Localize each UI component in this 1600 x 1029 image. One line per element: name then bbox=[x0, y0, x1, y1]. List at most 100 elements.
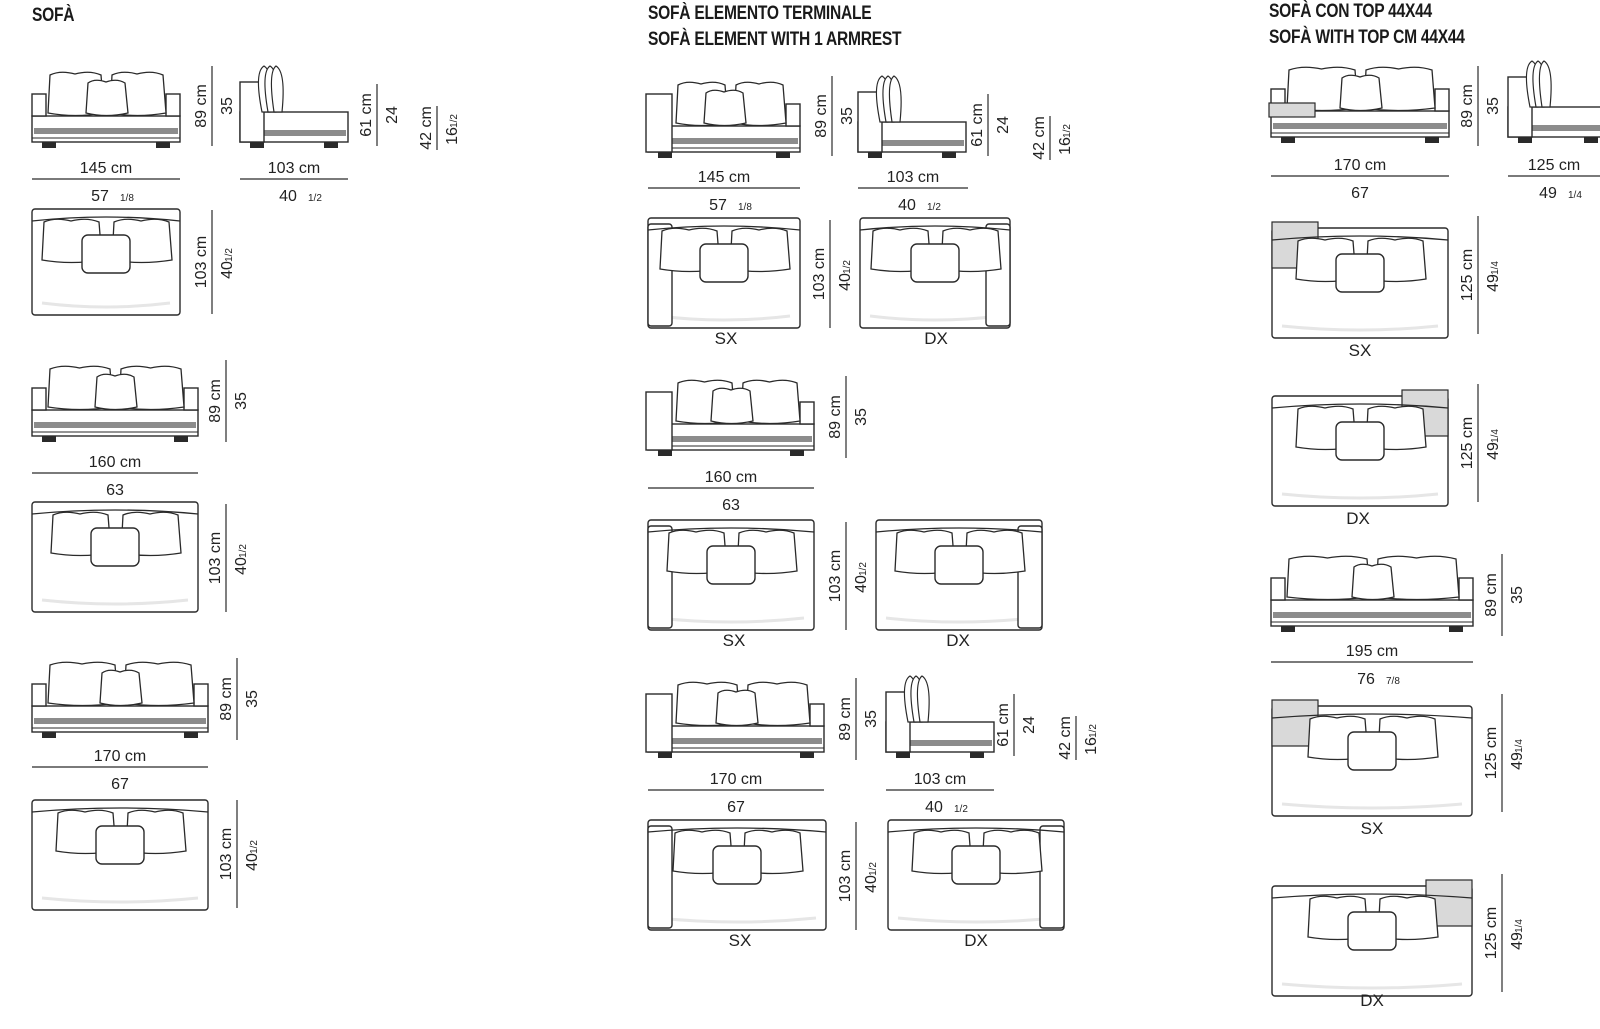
orientation-text: DX bbox=[964, 931, 988, 950]
armrest bbox=[647, 525, 673, 629]
dim-text: 1/8 bbox=[120, 193, 134, 204]
center-cushion bbox=[1347, 731, 1397, 771]
armrest bbox=[645, 93, 673, 153]
side-bolster bbox=[809, 703, 825, 727]
foot bbox=[868, 152, 882, 158]
foot bbox=[324, 142, 338, 148]
center-cushion bbox=[95, 825, 145, 865]
orientation-label: SX bbox=[729, 931, 752, 950]
center-cushion bbox=[1335, 421, 1385, 461]
side-bolster bbox=[1434, 88, 1450, 112]
dim-text: 49 bbox=[1485, 442, 1502, 460]
dim-text: 170 cm bbox=[1334, 157, 1386, 174]
dim-text: 49 bbox=[1485, 274, 1502, 292]
seat-shadow bbox=[885, 616, 1033, 624]
dim-text: 40 bbox=[837, 273, 854, 291]
dim-text: 35 bbox=[863, 710, 880, 728]
dim-text: 1/4 bbox=[1490, 429, 1501, 443]
dim-text: 16 bbox=[1057, 137, 1074, 155]
dim-text: 7/8 bbox=[1386, 676, 1400, 687]
back-cushion bbox=[270, 65, 284, 113]
side-bolster bbox=[31, 93, 47, 117]
back-edge bbox=[31, 807, 209, 813]
center-cushion bbox=[910, 243, 960, 283]
dim-text: 125 cm bbox=[1459, 249, 1476, 301]
sofa-plan-view bbox=[887, 819, 1065, 931]
orientation-label: SX bbox=[1361, 819, 1384, 838]
dim-text: 42 cm bbox=[1031, 116, 1048, 160]
seat-band bbox=[650, 738, 822, 744]
dim-text: 89 cm bbox=[813, 94, 830, 138]
dim-text: 1/2 bbox=[927, 202, 941, 213]
foot bbox=[942, 152, 956, 158]
dim-text: 1/4 bbox=[1568, 190, 1582, 201]
armrest bbox=[645, 391, 673, 451]
foot bbox=[776, 152, 790, 158]
section-title-top: SOFÀ CON TOP 44X44 SOFÀ WITH TOP CM 44X4… bbox=[1269, 0, 1465, 51]
cushion bbox=[740, 379, 801, 425]
seat-band bbox=[888, 740, 992, 746]
sofa-plan-view bbox=[647, 217, 801, 329]
dim-text: 67 bbox=[111, 776, 129, 793]
orientation-label: DX bbox=[924, 329, 948, 348]
dim-text: 125 cm bbox=[1483, 907, 1500, 959]
foot bbox=[42, 732, 56, 738]
dim-text: 103 cm bbox=[811, 248, 828, 300]
seat-band bbox=[1273, 123, 1447, 129]
sofa-plan-view bbox=[31, 208, 181, 316]
sofa-plan-view bbox=[31, 501, 199, 613]
height-dimension: 125 cm 491/4 bbox=[1459, 384, 1502, 502]
dim-text: 24 bbox=[1021, 716, 1038, 734]
sofa-plan-view bbox=[31, 799, 209, 911]
dim-text: 89 cm bbox=[837, 697, 854, 741]
back-edge bbox=[31, 509, 199, 515]
dim-text: 49 bbox=[1509, 752, 1526, 770]
dim-text: 89 cm bbox=[1483, 573, 1500, 617]
back-edge bbox=[31, 216, 181, 222]
sofa-plan-view bbox=[1271, 879, 1473, 997]
dim-text: 35 bbox=[853, 408, 870, 426]
dim-text: 35 bbox=[839, 107, 856, 125]
dim-text: 40 bbox=[244, 853, 261, 871]
title-line-en: SOFÀ ELEMENT WITH 1 ARMREST bbox=[648, 29, 902, 50]
dim-text: 57 bbox=[91, 188, 109, 205]
dim-text: 125 cm bbox=[1483, 727, 1500, 779]
sofa-front-view bbox=[645, 81, 801, 158]
dim-text: 1/2 bbox=[224, 248, 235, 262]
foot bbox=[658, 450, 672, 456]
title-line-it: SOFÀ CON TOP 44X44 bbox=[1269, 1, 1432, 22]
foot bbox=[184, 732, 198, 738]
dim-text: 67 bbox=[727, 799, 745, 816]
dim-text: 103 cm bbox=[268, 160, 320, 177]
dim-text: 40 bbox=[853, 575, 870, 593]
back-edge bbox=[647, 827, 827, 833]
dim-text: 40 bbox=[925, 799, 943, 816]
cushion bbox=[1339, 74, 1383, 112]
seat-band bbox=[34, 718, 206, 724]
seat-band bbox=[650, 436, 812, 442]
sofa-plan-view bbox=[647, 519, 815, 631]
center-cushion bbox=[706, 545, 756, 585]
foot bbox=[42, 142, 56, 148]
dim-text: 103 cm bbox=[914, 771, 966, 788]
cushion bbox=[733, 81, 787, 127]
dim-text: 125 cm bbox=[1459, 417, 1476, 469]
title-line: SOFÀ bbox=[32, 5, 75, 26]
seat-shadow bbox=[657, 616, 805, 624]
dim-text: 103 cm bbox=[837, 850, 854, 902]
dim-text: 35 bbox=[219, 97, 236, 115]
cushion bbox=[715, 689, 759, 727]
dim-text: 89 cm bbox=[218, 677, 235, 721]
